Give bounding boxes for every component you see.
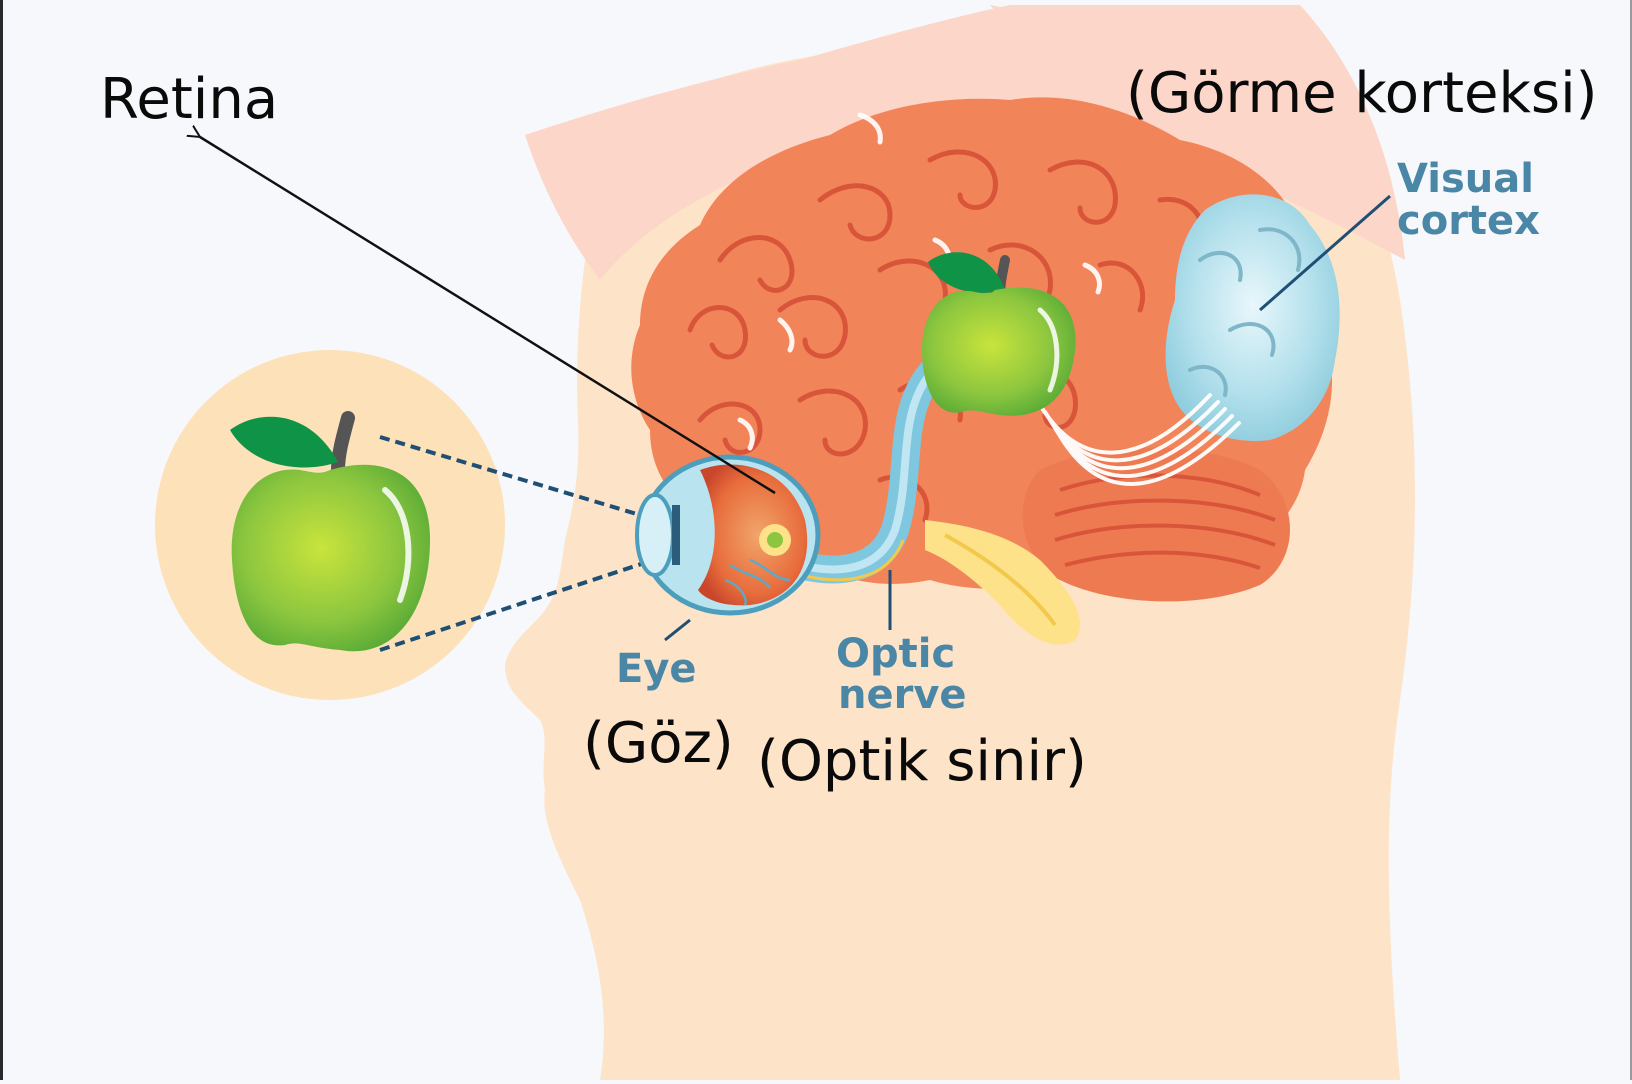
brain-apple-icon xyxy=(922,252,1076,416)
visual-cortex-region xyxy=(1165,194,1340,441)
optic-nerve-label-en-2: nerve xyxy=(838,672,967,718)
eye-label-en: Eye xyxy=(616,646,697,692)
apple-icon xyxy=(230,411,430,652)
eye-label-tr: (Göz) xyxy=(583,711,734,776)
visual-cortex-label-en-1: Visual xyxy=(1397,156,1534,202)
eye-icon xyxy=(635,454,821,616)
optic-nerve-label-tr: (Optik sinir) xyxy=(757,729,1087,794)
pointer-lines xyxy=(664,194,1391,642)
frame-border-left xyxy=(0,0,3,1080)
optic-nerve-label-en-1: Optic xyxy=(836,631,955,677)
visual-cortex-label-tr: (Görme korteksi) xyxy=(1126,61,1598,126)
frame-border-right xyxy=(1630,0,1632,1080)
retina-pointer-arrow xyxy=(200,137,776,495)
optic-radiation-fibers xyxy=(1038,393,1241,486)
apple-object xyxy=(155,350,505,700)
visual-cortex-label-en-2: cortex xyxy=(1397,198,1540,244)
retina-label: Retina xyxy=(100,67,278,132)
